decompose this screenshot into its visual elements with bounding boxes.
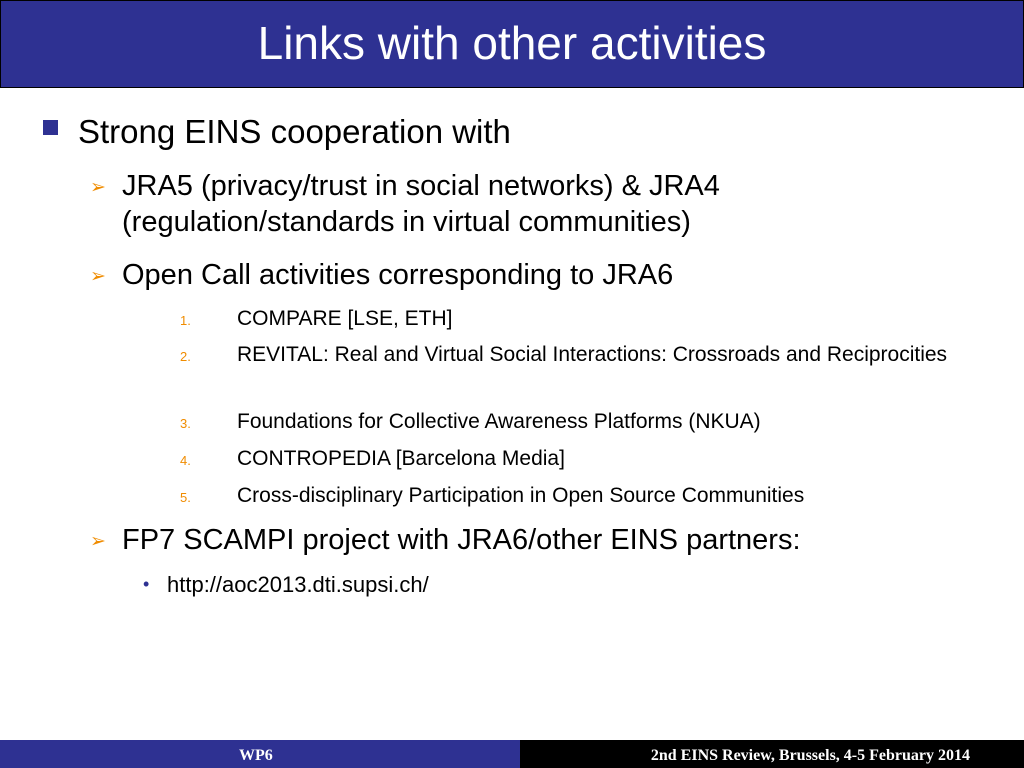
list-number: 5. <box>180 490 191 505</box>
arrow-bullet-icon: ➢ <box>90 177 106 198</box>
main-bullet: Strong EINS cooperation with <box>78 113 511 150</box>
arrow-bullet-icon: ➢ <box>90 531 106 552</box>
footer-event-label: 2nd EINS Review, Brussels, 4-5 February … <box>650 747 970 764</box>
sub-bullet-jra5: JRA5 (privacy/trust in social networks) … <box>122 170 720 238</box>
dot-bullet-icon: • <box>143 574 150 594</box>
slide-title: Links with other activities <box>257 17 767 69</box>
list-number: 1. <box>180 313 191 328</box>
numbered-item: CONTROPEDIA [Barcelona Media] <box>237 447 565 470</box>
numbered-item: COMPARE [LSE, ETH] <box>237 307 453 330</box>
list-number: 4. <box>180 453 191 468</box>
sub-bullet-scampi: FP7 SCAMPI project with JRA6/other EINS … <box>122 524 801 556</box>
sub-bullet-open-call: Open Call activities corresponding to JR… <box>122 259 674 291</box>
numbered-item: Foundations for Collective Awareness Pla… <box>237 410 761 433</box>
list-number: 3. <box>180 416 191 431</box>
footer-wp-label: WP6 <box>239 747 273 764</box>
numbered-item: Cross-disciplinary Participation in Open… <box>237 484 805 507</box>
footer-right: 2nd EINS Review, Brussels, 4-5 February … <box>520 740 1024 768</box>
numbered-item: REVITAL: Real and Virtual Social Interac… <box>237 343 948 366</box>
arrow-bullet-icon: ➢ <box>90 266 106 287</box>
project-link[interactable]: http://aoc2013.dti.supsi.ch/ <box>167 572 429 597</box>
list-number: 2. <box>180 349 191 364</box>
title-bar: Links with other activities <box>0 0 1024 88</box>
footer-left: WP6 <box>0 740 520 768</box>
slide-content: Strong EINS cooperation with ➢ JRA5 (pri… <box>43 113 948 597</box>
square-bullet-icon <box>43 120 58 135</box>
